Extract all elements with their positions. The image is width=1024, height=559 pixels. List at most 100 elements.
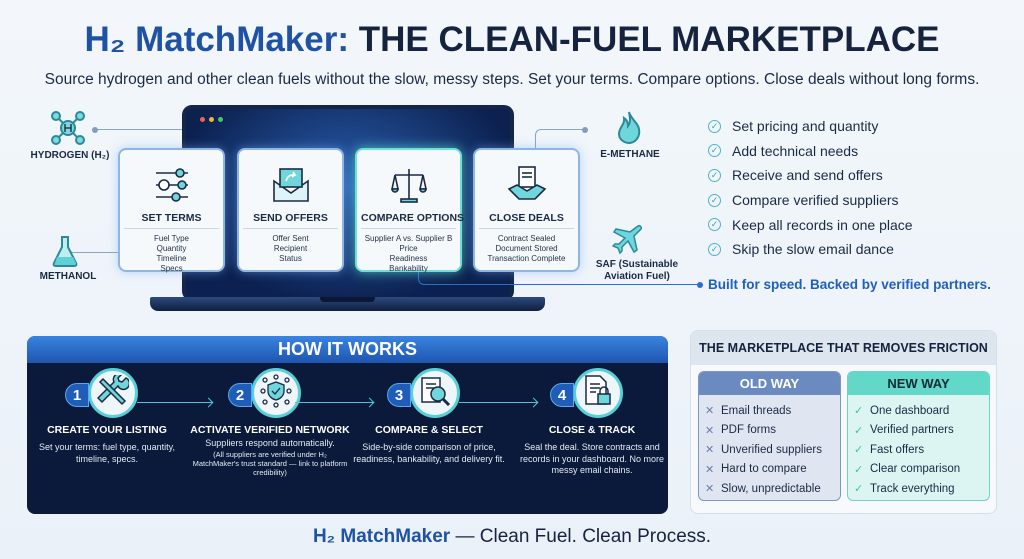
card-detail-line: Offer Sent <box>272 234 309 243</box>
fuel-label-emethane: E-METHANE <box>600 149 660 160</box>
friction-title: THE MARKETPLACE THAT REMOVES FRICTION <box>691 331 996 365</box>
hydrogen-molecule-icon <box>50 110 86 151</box>
arrow-icon <box>459 402 537 403</box>
how-it-works-title: HOW IT WORKS <box>27 336 668 363</box>
flask-icon <box>50 235 80 272</box>
check-icon: ✓ <box>854 463 864 476</box>
comparison-item-label: Verified partners <box>870 424 954 437</box>
card-detail-line: Contract Sealed <box>497 234 556 243</box>
check-circle-icon: ✓ <box>708 168 721 182</box>
checklist-item: ✓ Add technical needs <box>708 139 913 164</box>
tagline: Built for speed. Backed by verified part… <box>708 277 991 292</box>
checklist-item-label: Compare verified suppliers <box>732 192 899 209</box>
laptop-base <box>150 297 545 311</box>
step-note: (All suppliers are verified under H₂ Mat… <box>192 449 348 477</box>
checklist-item: ✓Skip the slow email dance <box>708 237 913 262</box>
new-way-box: NEW WAY ✓One dashboard✓Verified partners… <box>847 371 990 501</box>
check-icon: ✓ <box>854 405 864 418</box>
new-way-title: NEW WAY <box>848 372 989 395</box>
step-icon-circle: 4 <box>550 368 623 418</box>
card-title: SEND OFFERS <box>243 212 338 229</box>
footer-tagline: — Clean Fuel. Clean Process. <box>450 526 712 547</box>
card-detail-line: Document Stored <box>495 244 558 253</box>
x-icon: ✕ <box>705 463 715 476</box>
connector-line <box>535 129 583 149</box>
footer: H₂ MatchMaker — Clean Fuel. Clean Proces… <box>0 526 1024 548</box>
step-number: 3 <box>387 383 411 407</box>
comparison-item: ✓ Clear comparison <box>854 460 989 480</box>
window-dots <box>200 117 223 122</box>
comparison-item-label: Clear comparison <box>870 463 961 476</box>
card-detail-line: Price <box>399 244 418 253</box>
comparison-item-label: Unverified suppliers <box>721 443 822 456</box>
x-icon: ✕ <box>705 444 715 457</box>
comparison-item: ✕PDF forms <box>705 421 840 441</box>
card-detail-line: Fuel Type <box>154 234 189 243</box>
comparison-item: ✓Track everything <box>854 479 989 499</box>
connector-dot <box>582 127 588 133</box>
connector-dot <box>92 127 98 133</box>
card-detail-line: Transaction Complete <box>487 254 566 263</box>
subtitle: Source hydrogen and other clean fuels wi… <box>44 71 980 88</box>
card-title: COMPARE OPTIONS <box>361 212 464 229</box>
comparison-item: ✓ Verified partners <box>854 421 989 441</box>
checklist-item-label: Receive and send offers <box>732 167 883 184</box>
step-icon-circle: 2 <box>228 368 301 418</box>
connector-line <box>72 252 120 253</box>
tools-icon <box>96 372 131 412</box>
check-circle-icon: ✓ <box>708 193 721 207</box>
checklist-item-label: Keep all records in one place <box>732 216 913 233</box>
envelope-icon <box>239 160 342 210</box>
card-detail-line: Specs <box>160 264 183 273</box>
checklist-item-label: Skip the slow email dance <box>732 241 894 258</box>
x-icon: ✕ <box>705 405 715 418</box>
old-way-title: OLD WAY <box>699 372 840 395</box>
connector-dot <box>697 282 703 288</box>
flame-icon <box>615 110 643 149</box>
comparison-item-label: Fast offers <box>870 443 925 456</box>
comparison-item: ✕Email threads <box>705 401 840 421</box>
card-detail-line: Supplier A vs. Supplier B <box>364 234 453 243</box>
airplane-icon <box>611 223 644 260</box>
document-search-icon <box>419 374 451 413</box>
check-circle-icon: ✓ <box>708 144 721 158</box>
step-description: Side-by-side comparison of price, readin… <box>353 442 505 464</box>
card-detail-line: Quantity <box>156 244 187 253</box>
comparison-item: ✕Hard to compare <box>705 460 840 480</box>
check-icon: ✓ <box>854 424 864 437</box>
step-icon-circle: 3 <box>387 368 460 418</box>
card-detail-line: Status <box>279 254 302 263</box>
comparison-item: ✓ Fast offers <box>854 440 989 460</box>
step-icon-circle: 1 <box>65 368 138 418</box>
card-title: SET TERMS <box>124 212 219 229</box>
check-icon: ✓ <box>854 444 864 457</box>
card-detail-line: Bankability <box>389 264 428 273</box>
check-circle-icon: ✓ <box>708 218 721 232</box>
friction-comparison-panel: THE MARKETPLACE THAT REMOVES FRICTION OL… <box>690 330 997 514</box>
checklist-item-label: Add technical needs <box>732 142 859 159</box>
x-icon: ✕ <box>705 424 715 437</box>
scales-icon <box>357 160 460 210</box>
fuel-label-saf: SAF (Sustainable Aviation Fuel) <box>595 259 679 282</box>
step-number: 4 <box>550 383 574 407</box>
card-detail-line: Readiness <box>389 254 428 263</box>
arrow-icon <box>137 402 212 403</box>
step-title: CLOSE & TRACK <box>548 424 636 436</box>
step-title: CREATE YOUR LISTING <box>47 424 167 436</box>
handshake-icon <box>475 160 578 210</box>
comparison-item: ✕ Unverified suppliers <box>705 440 840 460</box>
checklist-item: ✓ Receive and send offers <box>708 163 913 188</box>
footer-brand: H₂ MatchMaker <box>312 526 451 547</box>
step-description: Set your terms: fuel type, quantity, tim… <box>39 442 175 464</box>
checklist-item: ✓ Compare verified suppliers <box>708 188 913 213</box>
connector-line <box>418 272 703 285</box>
card-detail-line: Timeline <box>156 254 187 263</box>
checklist-item-label: Set pricing and quantity <box>732 118 879 135</box>
